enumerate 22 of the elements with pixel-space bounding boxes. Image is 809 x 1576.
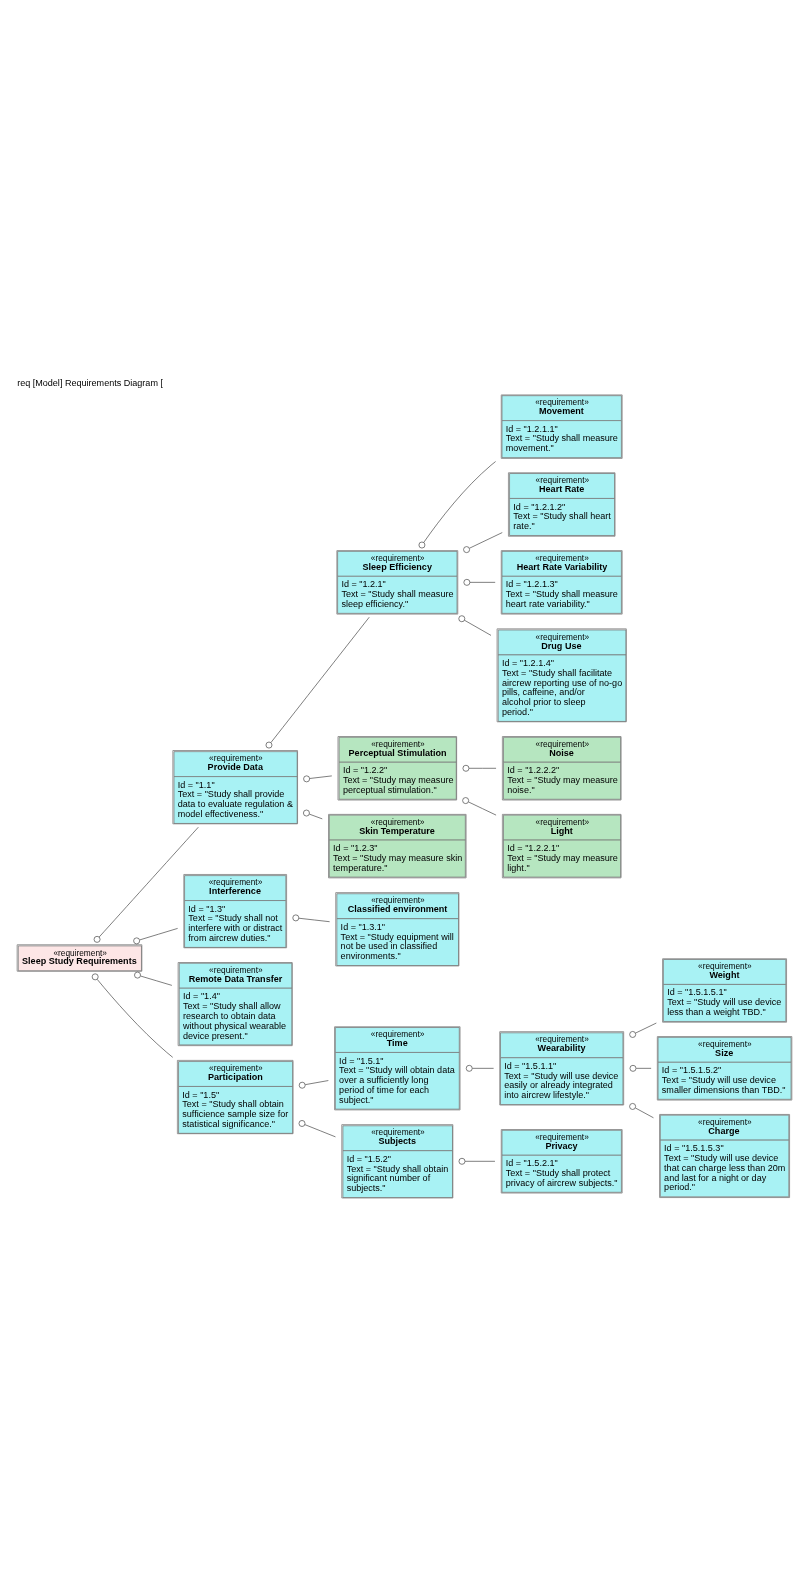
connector xyxy=(465,1064,494,1072)
connector xyxy=(629,1022,657,1038)
connector xyxy=(303,774,333,782)
connector xyxy=(462,796,497,815)
connector xyxy=(303,809,323,819)
connector xyxy=(134,971,173,986)
connector xyxy=(298,1079,329,1089)
connector xyxy=(418,460,496,548)
connector xyxy=(133,927,178,944)
connector xyxy=(91,972,174,1058)
connector xyxy=(463,578,496,586)
connector xyxy=(298,1119,336,1137)
connector xyxy=(629,1064,652,1072)
diagram-title: req [Model] Requirements Diagram [ xyxy=(17,377,163,388)
connector xyxy=(292,914,330,922)
connector xyxy=(629,1102,654,1118)
connector xyxy=(265,616,370,748)
connector xyxy=(463,531,503,553)
connector xyxy=(93,826,199,943)
connector xyxy=(462,764,497,772)
connector xyxy=(458,1157,496,1165)
connector xyxy=(458,614,492,636)
